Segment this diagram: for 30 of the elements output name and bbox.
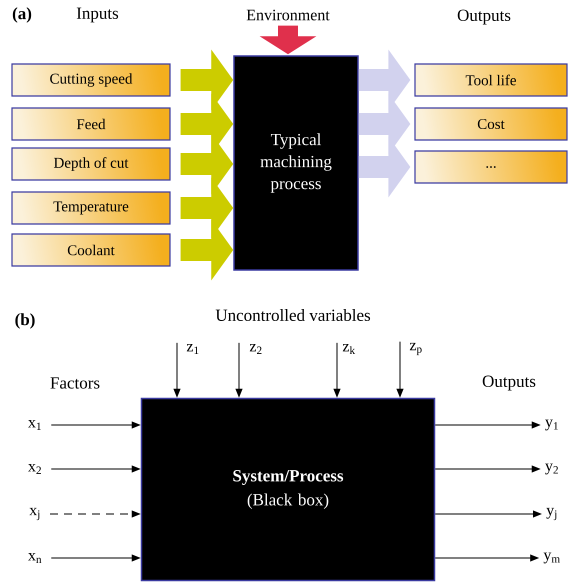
input-box: Coolant bbox=[11, 233, 171, 267]
heading-label: Inputs bbox=[76, 8, 118, 22]
input-box: Cutting speed bbox=[11, 63, 171, 97]
output-label: y$_{2}$ bbox=[545, 464, 558, 474]
panel-label: (a) bbox=[12, 7, 32, 23]
output-box: Tool life bbox=[414, 63, 568, 97]
environment-label: Environment bbox=[246, 10, 330, 20]
variable-label: z$_{p}$ bbox=[410, 342, 422, 356]
input-box: Feed bbox=[11, 107, 171, 141]
output-label: y$_{1}$ bbox=[545, 420, 558, 430]
heading-label: Outputs bbox=[482, 376, 536, 390]
heading-label: Uncontrolled variables bbox=[216, 309, 370, 321]
panel-label: (b) bbox=[15, 313, 35, 329]
heading-label: Factors bbox=[50, 377, 100, 389]
heading-label: Outputs bbox=[458, 10, 510, 24]
output-box: Cost bbox=[414, 107, 568, 141]
variable-label: z$_{1}$ bbox=[186, 344, 198, 354]
output-label: y$_{m}$ bbox=[544, 552, 560, 564]
factor-label: x$_{1}$ bbox=[28, 420, 41, 430]
variable-label: z$_{2}$ bbox=[250, 344, 262, 354]
factor-label: x$_{n}$ bbox=[28, 553, 42, 563]
output-label: y$_{j}$ bbox=[546, 508, 556, 520]
input-box: Depth of cut bbox=[11, 147, 171, 181]
factor-label: x$_{j}$ bbox=[29, 508, 40, 520]
factor-label: x$_{2}$ bbox=[28, 464, 41, 474]
process-box: Typical machining process bbox=[233, 55, 359, 271]
process-box: System/Process (Black box) bbox=[140, 398, 436, 582]
input-box: Temperature bbox=[11, 191, 171, 225]
variable-label: z$_{k}$ bbox=[342, 344, 356, 354]
output-box: ... bbox=[414, 150, 568, 184]
